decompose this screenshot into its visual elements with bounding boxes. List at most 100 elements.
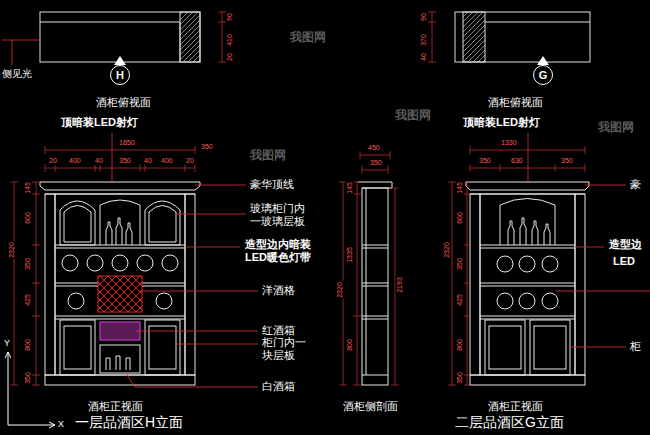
text-label: 酒柜侧剖面 [343, 400, 398, 413]
cabinet-front-g [519, 293, 535, 309]
dimension-number: 350 [24, 257, 32, 271]
red-wine-box [100, 322, 140, 340]
cabinet-front-g [480, 245, 575, 319]
dimension-number: 2320 [443, 241, 451, 259]
cabinet-front-h [149, 326, 176, 369]
dimension-number: 800 [456, 338, 464, 352]
dimension-number: 1330 [500, 139, 518, 147]
cabinet-front-h [106, 356, 130, 370]
plan-view [463, 12, 485, 62]
axis-icon [5, 352, 55, 428]
cabinet-front-g [542, 256, 558, 272]
cabinet-front-g [519, 256, 535, 272]
leader-line [2, 40, 650, 387]
cabinet-front-h [106, 218, 132, 245]
red-wine-box [100, 322, 140, 340]
dimension-number: 350 [369, 159, 383, 167]
leader-line [195, 185, 246, 186]
text-label: X [58, 419, 64, 430]
cabinet-front-h [137, 255, 153, 271]
dimension-number: 2320 [336, 281, 344, 299]
cabinet-front-g [497, 256, 513, 272]
plan-view [485, 22, 590, 23]
cabinet-front-g [485, 320, 525, 375]
dimension-number: 425 [456, 293, 464, 307]
text-label: 柜 [630, 340, 641, 353]
marker-letter: G [539, 70, 548, 81]
plan-view [180, 12, 200, 62]
dimension-number: 450 [367, 144, 381, 152]
dimension-number: 630 [510, 157, 524, 165]
dimension-line [10, 12, 585, 385]
dimension-number: 40 [143, 157, 153, 165]
dimension-number: 40 [420, 52, 428, 62]
plan-view [455, 12, 590, 62]
cabinet-side-section [358, 182, 392, 188]
cabinet-front-h [162, 255, 178, 271]
cabinet-front-h [45, 194, 55, 375]
dimension-line [10, 182, 18, 385]
dimension-line [448, 182, 456, 385]
dimension-number: 350 [200, 143, 214, 151]
watermark: 我图网 [598, 120, 634, 134]
dimension-number: 400 [68, 157, 82, 165]
dimension-number: 400 [160, 157, 174, 165]
wine-lattice [98, 276, 142, 312]
plan-view [40, 12, 200, 62]
dimension-line [218, 12, 226, 62]
dimension-number: 20 [48, 157, 58, 165]
cabinet-front-h [55, 194, 185, 375]
dimension-number: 350 [118, 157, 132, 165]
text-label: 玻璃柜门内 一玻璃层板 [250, 202, 312, 228]
wine-lattice [98, 276, 142, 312]
cabinet-front-g [480, 194, 575, 375]
leader-line [175, 344, 258, 345]
text-label: 侧见光 [2, 68, 32, 80]
cabinet-front-g [575, 194, 585, 375]
marker-letter: H [116, 70, 124, 81]
cabinet-front-g [534, 326, 566, 369]
dimension-number: 600 [456, 211, 464, 225]
leader-line [140, 291, 258, 292]
dimension-line [32, 182, 40, 385]
leader-line [112, 133, 113, 182]
dimension-number: 350 [478, 157, 492, 165]
view-marker-arrow [114, 56, 549, 65]
dimension-number: 800 [24, 338, 32, 352]
cabinet-front-h [40, 182, 200, 190]
dimension-number: 145 [456, 181, 464, 195]
text-label: 豪华顶线 [250, 178, 294, 191]
cabinet-front-g [470, 375, 585, 385]
cabinet-front-g [489, 326, 521, 369]
cabinet-front-h [145, 201, 180, 245]
cabinet-front-h [55, 316, 185, 319]
view-marker-circle: H [110, 65, 130, 85]
cabinet-front-h [149, 206, 176, 243]
cabinet-front-h [112, 255, 128, 271]
dimension-number: 40 [94, 157, 104, 165]
cabinet-front-h [45, 375, 195, 385]
dimension-line [464, 182, 470, 385]
cabinet-front-h [100, 345, 140, 373]
watermark: 我图网 [290, 30, 326, 44]
leader-line [185, 247, 240, 248]
cabinet-side-section [362, 188, 388, 385]
axis-icon [5, 352, 11, 425]
text-label: 二层品酒区G立面 [455, 414, 564, 431]
plan-view [40, 22, 180, 62]
dimension-number: 350 [456, 257, 464, 271]
dimension-number: 145 [346, 181, 354, 195]
cabinet-front-h [185, 194, 195, 375]
dimension-number: 90 [226, 12, 234, 22]
cabinet-front-h [87, 255, 103, 271]
dimension-line [353, 182, 361, 385]
leader-line [528, 133, 529, 182]
axis-icon [8, 422, 55, 428]
dimension-number: 2320 [8, 241, 16, 259]
text-label: 一层品酒区H立面 [75, 414, 183, 431]
view-marker-arrow [114, 56, 126, 65]
text-label: 洋酒格 [262, 284, 295, 297]
callout-label: 造型边内暗装 LED暖色灯带 [244, 238, 328, 264]
